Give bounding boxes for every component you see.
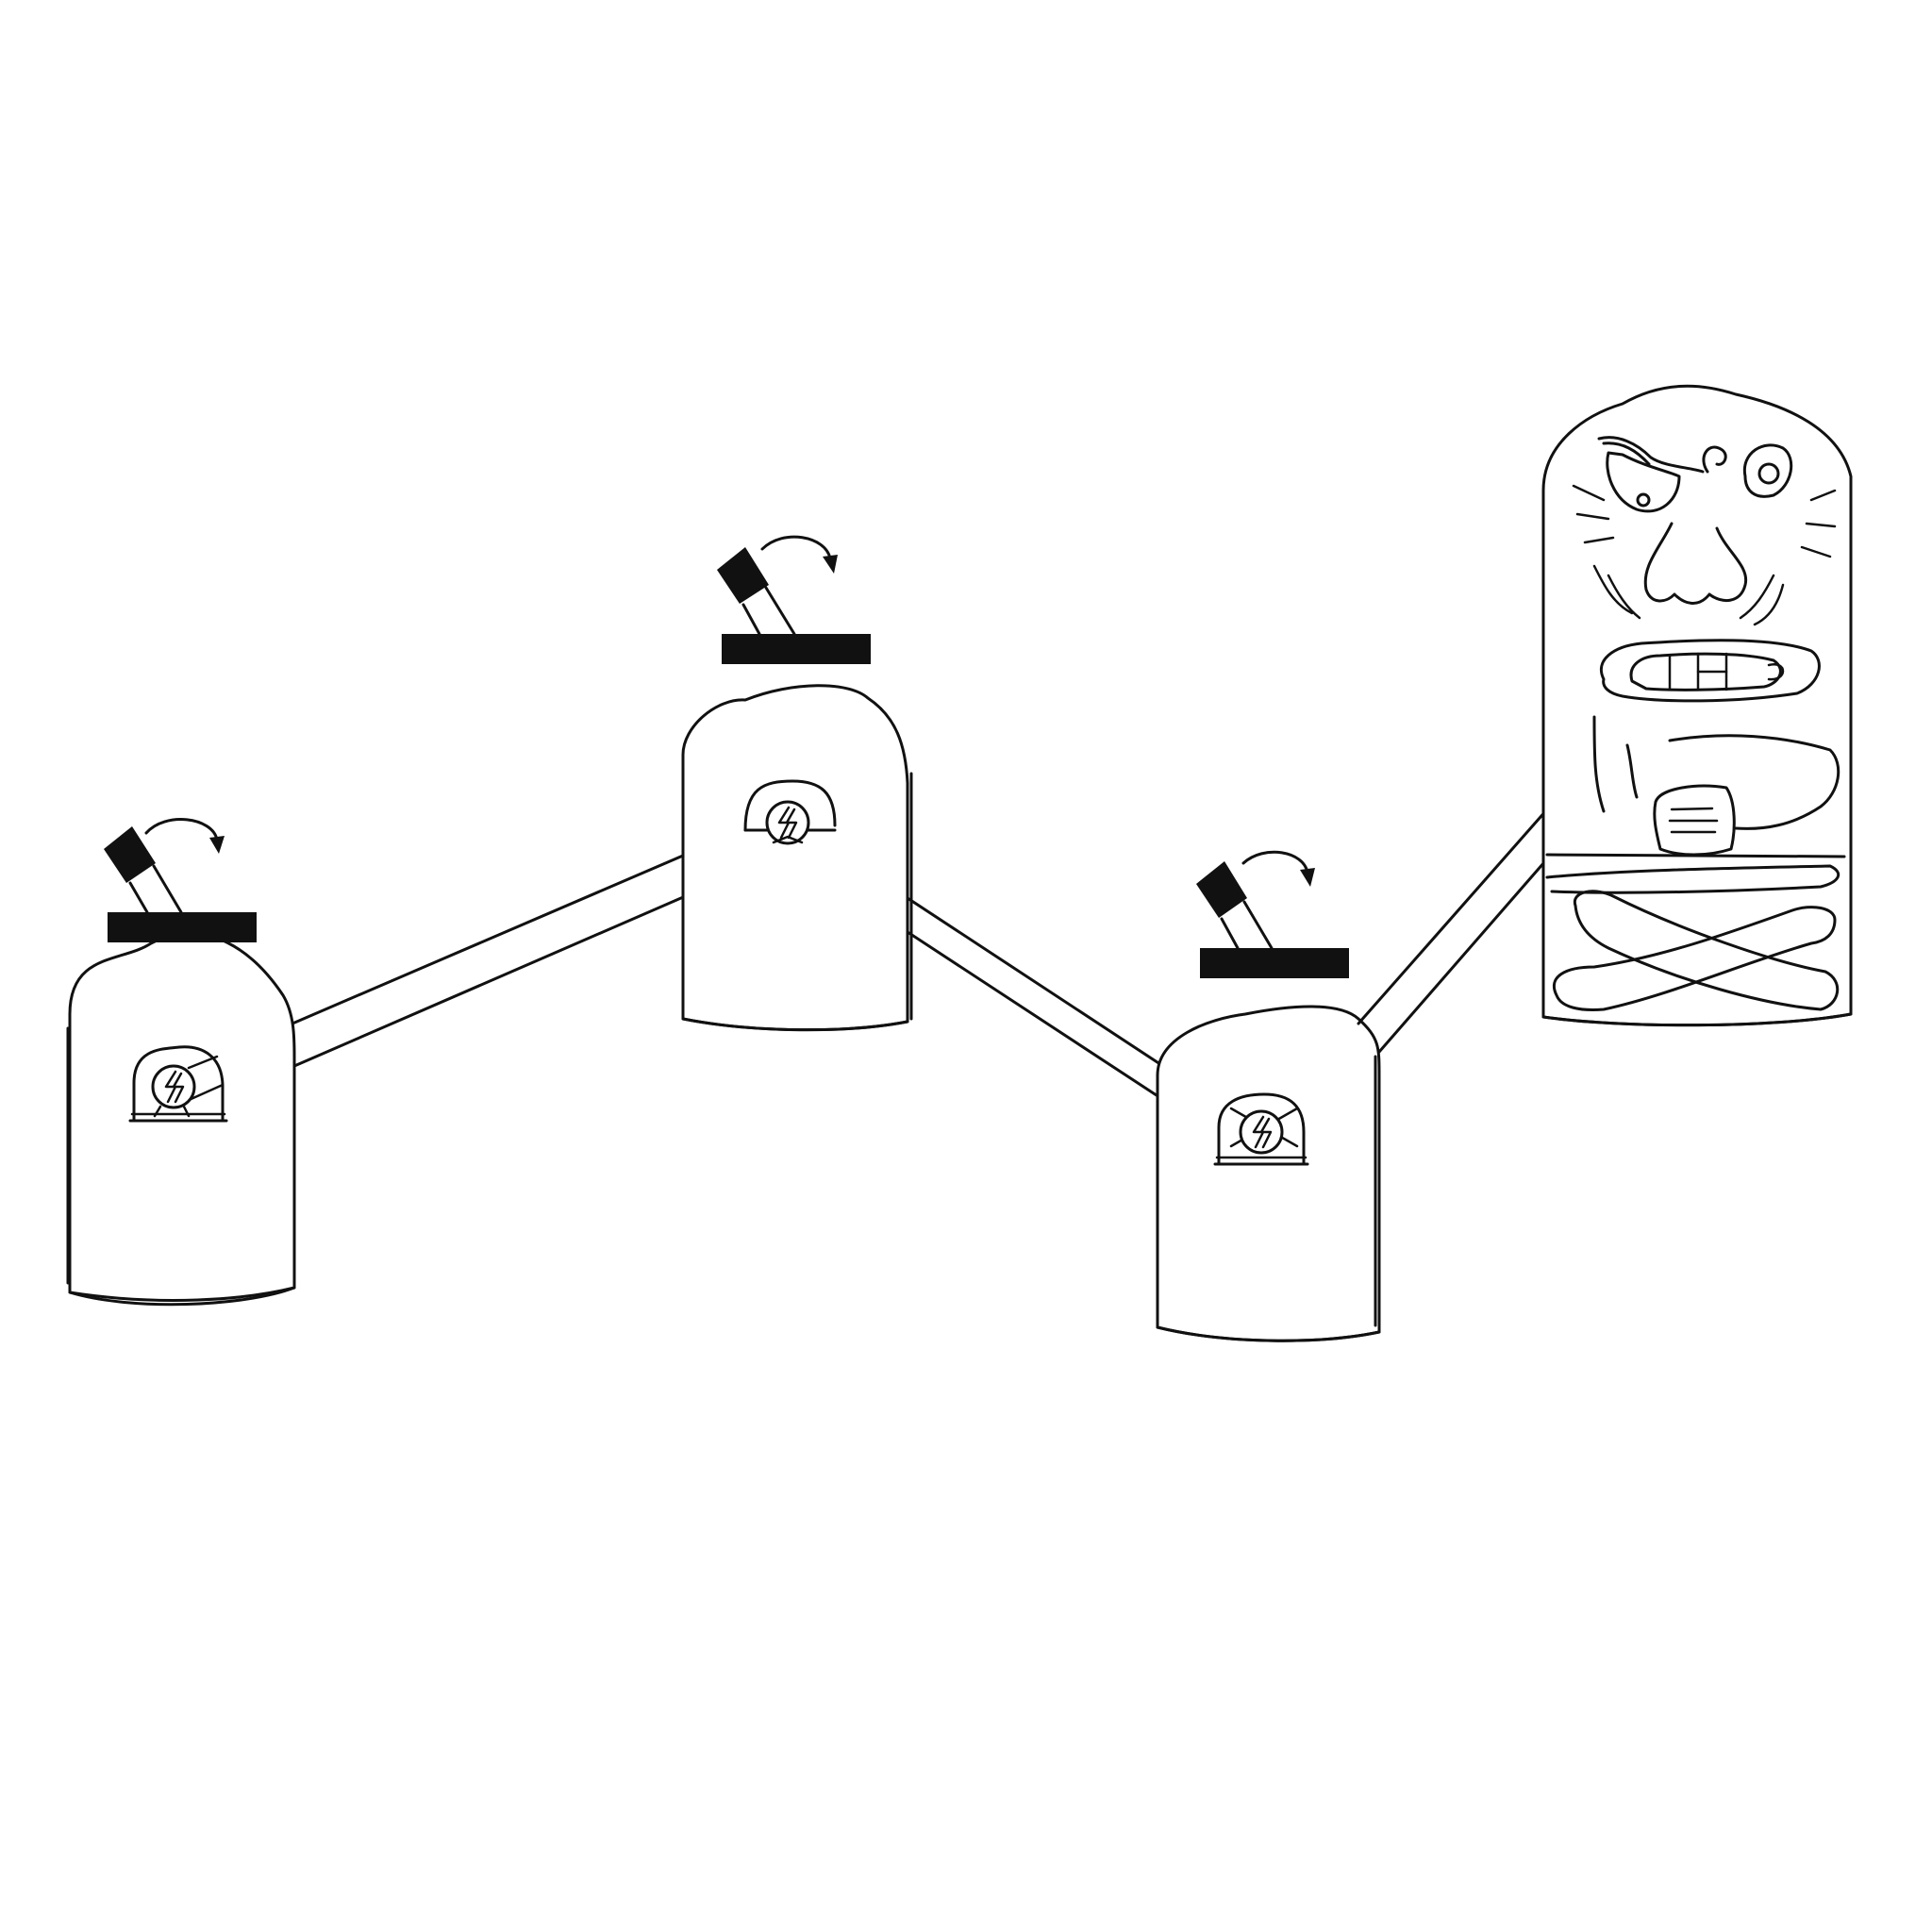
lever-switch-right[interactable] — [1196, 861, 1349, 978]
tiki-totem-face-icon — [1545, 436, 1846, 1011]
tiki-totem[interactable] — [1541, 384, 1853, 1027]
lightning-bolt-icon — [777, 806, 798, 840]
pillar-right[interactable] — [1156, 1005, 1381, 1342]
lightning-bolt-icon — [1252, 1115, 1273, 1149]
pillar-middle[interactable] — [681, 684, 913, 1032]
energy-socket-right[interactable] — [1213, 1092, 1309, 1166]
rotate-arrow-icon — [760, 535, 838, 574]
lever-switch-middle[interactable] — [717, 547, 871, 664]
energy-socket-left[interactable] — [128, 1045, 228, 1123]
lightning-bolt-icon — [164, 1070, 185, 1104]
rotate-arrow-icon — [144, 818, 225, 854]
lever-switch-left[interactable] — [104, 826, 257, 942]
rotate-arrow-icon — [1241, 850, 1315, 887]
energy-socket-middle[interactable] — [743, 779, 837, 845]
